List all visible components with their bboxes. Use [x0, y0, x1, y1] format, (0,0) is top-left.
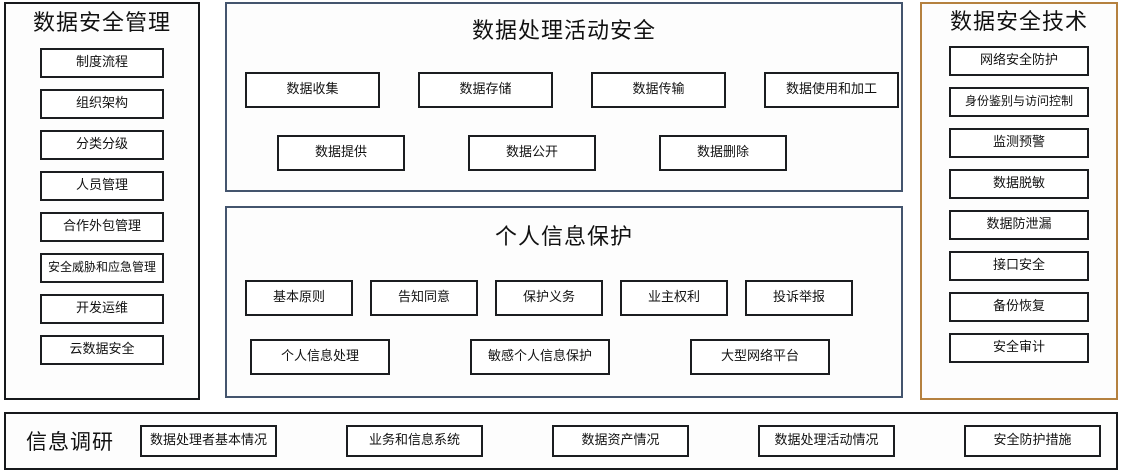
processing-activity-row-2: 数据提供 数据公开 数据删除: [277, 135, 787, 171]
item-box-identity-authentication-access-control[interactable]: 身份鉴别与访问控制: [949, 87, 1089, 117]
item-box-data-asset-status[interactable]: 数据资产情况: [552, 425, 689, 457]
item-box-data-masking[interactable]: 数据脱敏: [949, 169, 1089, 199]
panel-information-research: 信息调研 数据处理者基本情况 业务和信息系统 数据资产情况 数据处理活动情况 安…: [4, 412, 1118, 470]
left-panel-item-list: 制度流程 组织架构 分类分级 人员管理 合作外包管理 安全威胁和应急管理 开发运…: [6, 48, 198, 365]
item-box-business-and-information-systems[interactable]: 业务和信息系统: [346, 425, 483, 457]
item-box-data-use-and-processing[interactable]: 数据使用和加工: [764, 72, 899, 108]
item-box-data-provision[interactable]: 数据提供: [277, 135, 405, 171]
item-box-network-security-protection[interactable]: 网络安全防护: [949, 46, 1089, 76]
panel-title-data-processing-activity-security: 数据处理活动安全: [471, 19, 656, 44]
item-box-large-network-platform[interactable]: 大型网络平台: [690, 339, 830, 375]
panel-data-security-management: 数据安全管理 制度流程 组织架构 分类分级 人员管理 合作外包管理 安全威胁和应…: [4, 2, 200, 400]
item-box-classification-grading[interactable]: 分类分级: [40, 130, 164, 160]
item-box-sensitive-personal-info-protection[interactable]: 敏感个人信息保护: [470, 339, 610, 375]
right-panel-item-list: 网络安全防护 身份鉴别与访问控制 监测预警 数据脱敏 数据防泄漏 接口安全 备份…: [922, 46, 1116, 363]
item-box-cloud-data-security[interactable]: 云数据安全: [40, 335, 164, 365]
item-box-basic-principles[interactable]: 基本原则: [245, 280, 353, 316]
panel-title-information-research: 信息调研: [26, 430, 114, 454]
processing-activity-row-1: 数据收集 数据存储 数据传输 数据使用和加工: [245, 72, 899, 108]
item-box-organization-structure[interactable]: 组织架构: [40, 89, 164, 119]
panel-personal-information-protection: 个人信息保护 基本原则 告知同意 保护义务 业主权利 投诉举报 个人信息处理 敏…: [225, 206, 903, 398]
item-box-personnel-management[interactable]: 人员管理: [40, 171, 164, 201]
item-box-data-collection[interactable]: 数据收集: [245, 72, 380, 108]
personal-info-row-2: 个人信息处理 敏感个人信息保护 大型网络平台: [250, 339, 830, 375]
item-box-devops[interactable]: 开发运维: [40, 294, 164, 324]
item-box-interface-security[interactable]: 接口安全: [949, 251, 1089, 281]
panel-title-data-security-management: 数据安全管理: [32, 11, 171, 36]
panel-data-security-technology: 数据安全技术 网络安全防护 身份鉴别与访问控制 监测预警 数据脱敏 数据防泄漏 …: [920, 2, 1118, 400]
item-box-data-storage[interactable]: 数据存储: [418, 72, 553, 108]
item-box-data-processing-activity-status[interactable]: 数据处理活动情况: [758, 425, 895, 457]
panel-data-processing-activity-security: 数据处理活动安全 数据收集 数据存储 数据传输 数据使用和加工 数据提供 数据公…: [225, 2, 903, 192]
item-box-owner-rights[interactable]: 业主权利: [620, 280, 728, 316]
personal-info-row-1: 基本原则 告知同意 保护义务 业主权利 投诉举报: [245, 280, 853, 316]
item-box-data-deletion[interactable]: 数据删除: [659, 135, 787, 171]
item-box-data-transmission[interactable]: 数据传输: [591, 72, 726, 108]
item-box-outsourcing-management[interactable]: 合作外包管理: [40, 212, 164, 242]
item-box-security-protection-measures[interactable]: 安全防护措施: [964, 425, 1101, 457]
panel-title-personal-information-protection: 个人信息保护: [494, 225, 633, 250]
item-box-complaint-report[interactable]: 投诉举报: [745, 280, 853, 316]
panel-title-data-security-technology: 数据安全技术: [949, 10, 1088, 35]
item-box-personal-info-processing[interactable]: 个人信息处理: [250, 339, 390, 375]
item-box-threat-emergency-management[interactable]: 安全威胁和应急管理: [40, 253, 164, 283]
item-box-notification-consent[interactable]: 告知同意: [370, 280, 478, 316]
information-research-item-list: 数据处理者基本情况 业务和信息系统 数据资产情况 数据处理活动情况 安全防护措施: [140, 425, 1101, 457]
item-box-data-processor-basic-info[interactable]: 数据处理者基本情况: [140, 425, 277, 457]
item-box-system-process[interactable]: 制度流程: [40, 48, 164, 78]
item-box-backup-recovery[interactable]: 备份恢复: [949, 292, 1089, 322]
item-box-protection-obligation[interactable]: 保护义务: [495, 280, 603, 316]
item-box-monitoring-early-warning[interactable]: 监测预警: [949, 128, 1089, 158]
item-box-data-leak-prevention[interactable]: 数据防泄漏: [949, 210, 1089, 240]
item-box-data-disclosure[interactable]: 数据公开: [468, 135, 596, 171]
item-box-security-audit[interactable]: 安全审计: [949, 333, 1089, 363]
